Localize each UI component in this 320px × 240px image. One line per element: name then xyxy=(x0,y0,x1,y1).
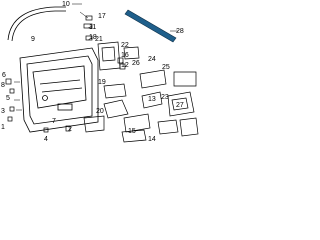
callout-4: 4 xyxy=(44,136,48,143)
armrest-and-bracket-parts xyxy=(121,69,199,143)
callout-6: 6 xyxy=(2,72,6,79)
callout-26: 26 xyxy=(132,60,140,67)
callout-24: 24 xyxy=(148,56,156,63)
callout-16: 16 xyxy=(121,52,129,59)
callout-10: 10 xyxy=(62,1,70,8)
callout-27: 27 xyxy=(176,102,184,109)
callout-1: 1 xyxy=(1,124,5,131)
door-trim-parts-diagram: 10 17 11 18 9 28 21 22 16 12 26 24 25 6 … xyxy=(0,0,200,147)
callout-14: 14 xyxy=(148,136,156,143)
callout-20: 20 xyxy=(96,108,104,115)
upper-weatherstrip xyxy=(7,6,66,42)
door-trim-panel xyxy=(19,47,99,133)
callout-18: 18 xyxy=(89,34,97,41)
callout-23: 23 xyxy=(161,94,169,101)
parts-illustration xyxy=(5,3,199,143)
callout-3: 3 xyxy=(1,108,5,115)
callout-17: 17 xyxy=(98,13,106,20)
belt-weatherstrip-highlighted xyxy=(124,9,177,43)
callout-15: 15 xyxy=(128,128,136,135)
callout-22: 22 xyxy=(121,42,129,49)
callout-25: 25 xyxy=(162,64,170,71)
callout-11: 11 xyxy=(89,24,97,31)
callout-5: 5 xyxy=(6,95,10,102)
leader-lines xyxy=(14,3,178,111)
callout-9: 9 xyxy=(31,36,35,43)
callout-12: 12 xyxy=(121,62,129,69)
callout-19: 19 xyxy=(98,79,106,86)
callout-13: 13 xyxy=(148,96,156,103)
callout-21: 21 xyxy=(95,36,103,43)
callout-7: 7 xyxy=(52,118,56,125)
callout-8: 8 xyxy=(1,82,5,89)
callout-28: 28 xyxy=(176,28,184,35)
callout-2: 2 xyxy=(68,126,72,133)
